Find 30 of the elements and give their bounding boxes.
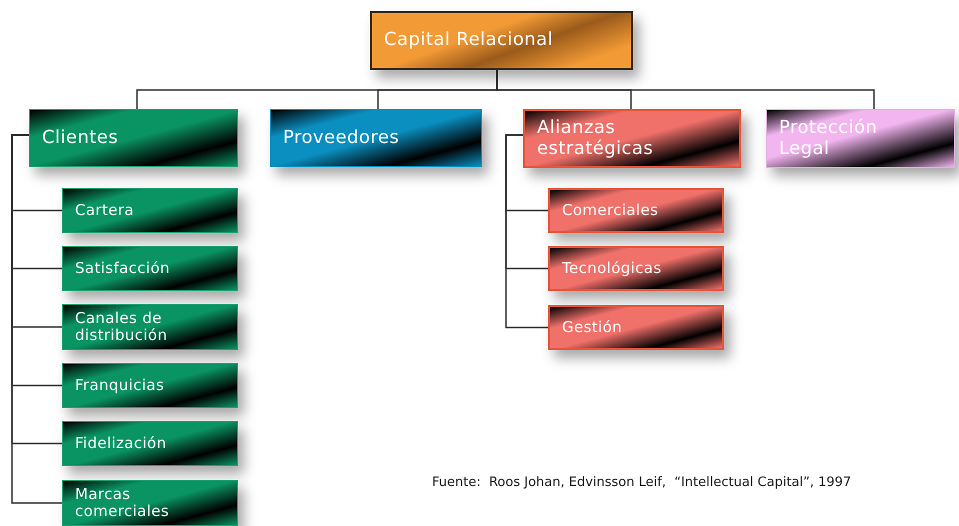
box-label: Marcas comerciales [75,486,170,520]
org-box [29,109,238,167]
org-box [62,188,238,233]
source-note: Fuente: Roos Johan, Edvinsson Leif, “Intellectual Capital”, 1997 [432,474,852,492]
connector-line [11,134,62,504]
box-label: Proveedores [283,128,400,148]
box-label: Satisfacción [75,260,171,278]
connector-line [505,134,548,328]
org-box [62,246,238,291]
box-label: Gestión [562,318,624,336]
org-box [62,480,238,526]
org-box [370,11,633,70]
box-label: Canales de distribución [75,310,168,344]
box-label: Fidelización [75,434,168,452]
box-label: Cartera [75,202,135,220]
box-label: Protección Legal [779,118,878,160]
org-box [548,246,724,291]
org-box [62,421,238,466]
connector-line [496,70,875,109]
org-box [548,188,724,233]
org-box [548,305,724,350]
box-label: Clientes [42,128,120,148]
box-label: Tecnológicas [562,260,663,278]
box-label: Comerciales [562,202,660,220]
org-box [270,109,482,167]
org-box [62,363,238,408]
org-box [766,109,955,168]
box-label: Franquicias [75,376,166,394]
box-label: Capital Relacional [384,30,554,51]
org-box [62,304,238,350]
